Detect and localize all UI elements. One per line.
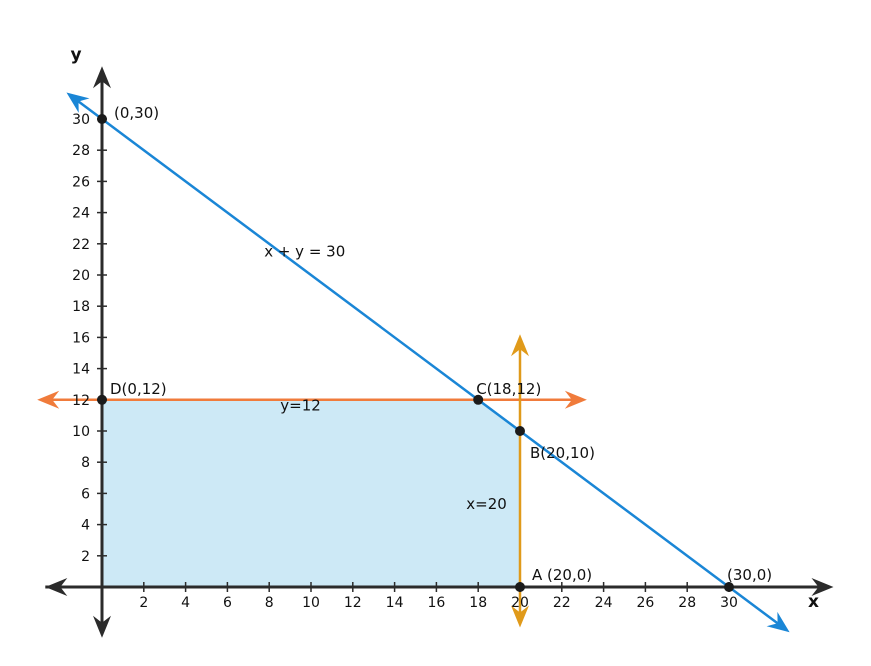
y-axis-arrow-up [93, 66, 111, 89]
y-tick-label: 22 [72, 237, 90, 253]
x-tick-label: 16 [427, 595, 445, 611]
x-axis-arrow-right [811, 578, 834, 596]
x-tick-label: 20 [511, 595, 529, 611]
constraint-line-label-1: y=12 [280, 397, 321, 415]
point-1 [97, 394, 107, 405]
feasible-region-layer [102, 399, 520, 587]
point-3 [515, 426, 525, 436]
point-label-4: A (20,0) [532, 566, 592, 584]
y-tick-label: 6 [81, 486, 90, 502]
point-label-3: B(20,10) [530, 444, 595, 462]
constraint-line-0-arrow-start [66, 92, 90, 113]
constraint-line-0-arrow-end [766, 611, 790, 633]
x-tick-label: 22 [553, 595, 571, 611]
y-tick-label: 30 [72, 112, 90, 128]
y-tick-label: 2 [81, 549, 90, 565]
x-tick-label: 10 [302, 595, 320, 611]
constraint-line-0 [76, 99, 780, 625]
x-tick-label: 30 [720, 595, 738, 611]
x-tick-label: 24 [595, 595, 613, 611]
constraint-line-1-arrow-start [37, 390, 60, 409]
x-axis-label: x [808, 592, 819, 612]
constraint-line-2-arrow-start [511, 605, 529, 628]
y-tick-label: 14 [72, 362, 90, 378]
points-layer [97, 114, 734, 592]
point-2 [473, 394, 484, 405]
constraint-line-1-arrow-end [564, 390, 587, 409]
constraint-line-label-2: x=20 [466, 495, 507, 513]
x-axis-arrow-left [45, 578, 68, 596]
x-tick-label: 6 [223, 595, 232, 611]
x-tick-label: 14 [386, 595, 404, 611]
x-tick-label: 26 [636, 595, 654, 611]
feasible-region [102, 399, 520, 587]
y-tick-label: 12 [72, 393, 90, 409]
point-5 [724, 582, 734, 592]
y-axis-arrow-down [93, 615, 111, 638]
y-tick-label: 10 [72, 424, 90, 440]
constraint-line-2-arrow-end [511, 334, 529, 357]
y-tick-label: 24 [72, 206, 90, 222]
x-tick-label: 2 [139, 595, 148, 611]
y-axis-label: y [70, 45, 81, 65]
constraint-lines-layer [37, 92, 790, 633]
y-tick-label: 8 [81, 455, 90, 471]
y-tick-label: 4 [81, 518, 90, 534]
y-tick-label: 26 [72, 174, 90, 190]
x-tick-label: 28 [678, 595, 696, 611]
x-tick-label: 18 [469, 595, 487, 611]
x-tick-label: 4 [181, 595, 190, 611]
y-tick-label: 20 [72, 268, 90, 284]
point-4 [515, 582, 525, 592]
labels-layer: x y x + y = 30 y=12 x=20 (0,30) D(0,12) C(18,12… [70, 45, 819, 612]
point-0 [97, 114, 107, 124]
y-tick-label: 18 [72, 299, 90, 315]
point-label-1: D(0,12) [110, 380, 167, 398]
point-label-0: (0,30) [114, 104, 159, 122]
point-label-2: C(18,12) [476, 380, 541, 398]
point-label-5: (30,0) [727, 566, 772, 584]
y-tick-label: 16 [72, 330, 90, 346]
y-tick-label: 28 [72, 143, 90, 159]
x-tick-label: 8 [265, 595, 274, 611]
constraint-line-label-0: x + y = 30 [264, 242, 345, 260]
x-tick-label: 12 [344, 595, 362, 611]
